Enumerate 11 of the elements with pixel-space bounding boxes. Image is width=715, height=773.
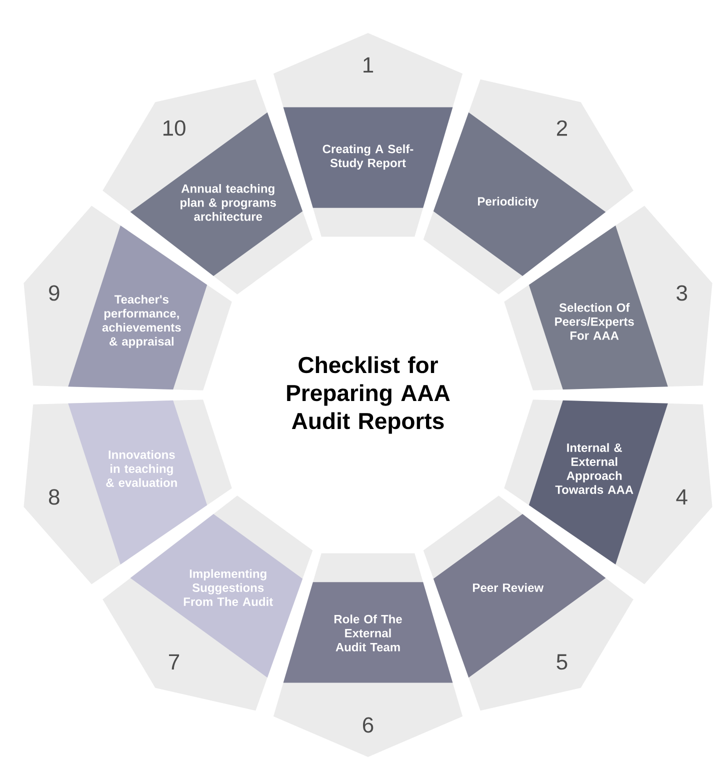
- step-number: 10: [163, 120, 186, 136]
- step-number: 2: [556, 120, 567, 136]
- title: Checklist for Preparing AAA Audit Reports: [287, 356, 450, 434]
- step-number: 4: [676, 489, 688, 505]
- step-number: 5: [556, 654, 568, 670]
- step-number: 6: [363, 717, 374, 733]
- step-number: 9: [49, 285, 60, 301]
- step-number: 3: [676, 285, 688, 301]
- step-number: 8: [49, 489, 60, 505]
- step-number: 7: [169, 654, 180, 670]
- step-number: 1: [364, 57, 374, 73]
